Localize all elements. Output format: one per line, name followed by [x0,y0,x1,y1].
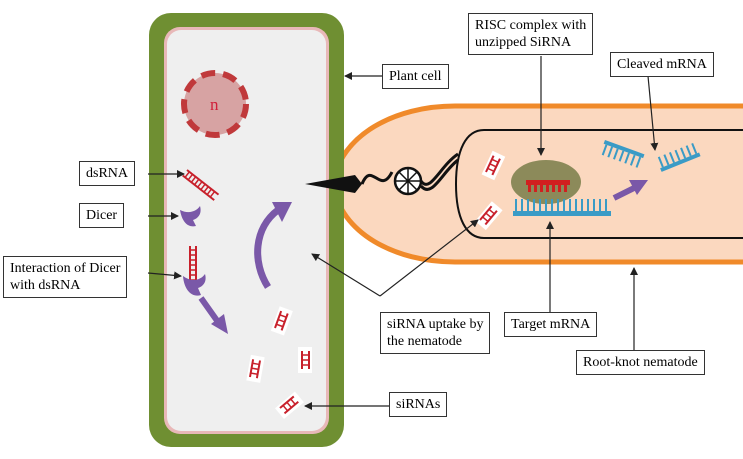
sirna-uptake-label: siRNA uptake by the nematode [380,312,491,354]
plant-cell-label: Plant cell [382,64,449,89]
sirna-icon [298,347,312,373]
stylet-icon [305,152,459,196]
cleaved-mrna-icon [601,140,645,168]
sirnas-label: siRNAs [389,392,448,417]
dicer-dsrna-complex-icon [183,246,206,296]
dsrna-label-text: dsRNA [86,166,129,181]
curved-arrow-icon [254,202,292,289]
risc-label: RISC complex with unzipped SiRNA [468,13,594,55]
sirna-uptake-label-line1: siRNA uptake by [387,317,484,332]
risc-label-line1: RISC complex with [475,18,587,33]
cleaved-mrna-label: Cleaved mRNA [610,52,714,77]
processing-arrow-icon [198,296,228,334]
sirna-icon [481,150,506,181]
sirna-icon [275,391,304,419]
dicer-icon [180,206,201,227]
sirna-icon [475,201,503,231]
interaction-label-line1: Interaction of Dicer [10,261,121,276]
sirna-icon [270,306,293,336]
dicer-label: Dicer [79,203,125,228]
dsrna-icon [182,169,220,201]
risc-icon [511,160,581,204]
nucleus: n [181,70,249,138]
sirnas-label-text: siRNAs [396,397,441,412]
root-knot-label-text: Root-knot nematode [583,355,698,370]
cleaved-mrna-label-text: Cleaved mRNA [617,57,707,72]
sirna-uptake-label-line2: the nematode [387,334,463,349]
plant-cell-label-text: Plant cell [389,69,442,84]
cleavage-arrow-icon [612,180,648,201]
nucleus-letter: n [210,95,219,114]
sirna-icon [246,354,265,383]
interaction-label: Interaction of Dicer with dsRNA [3,256,128,298]
dicer-label-text: Dicer [86,208,118,223]
target-mrna-icon [513,199,611,216]
root-knot-label: Root-knot nematode [576,350,705,375]
target-mrna-label-text: Target mRNA [511,317,591,332]
cleaved-mrna-icon [657,143,701,172]
target-mrna-label: Target mRNA [504,312,598,337]
interaction-label-line2: with dsRNA [10,278,81,293]
plant-cell [149,13,344,447]
dsrna-label: dsRNA [79,161,136,186]
risc-label-line2: unzipped SiRNA [475,35,572,50]
leader-lines [147,56,659,410]
